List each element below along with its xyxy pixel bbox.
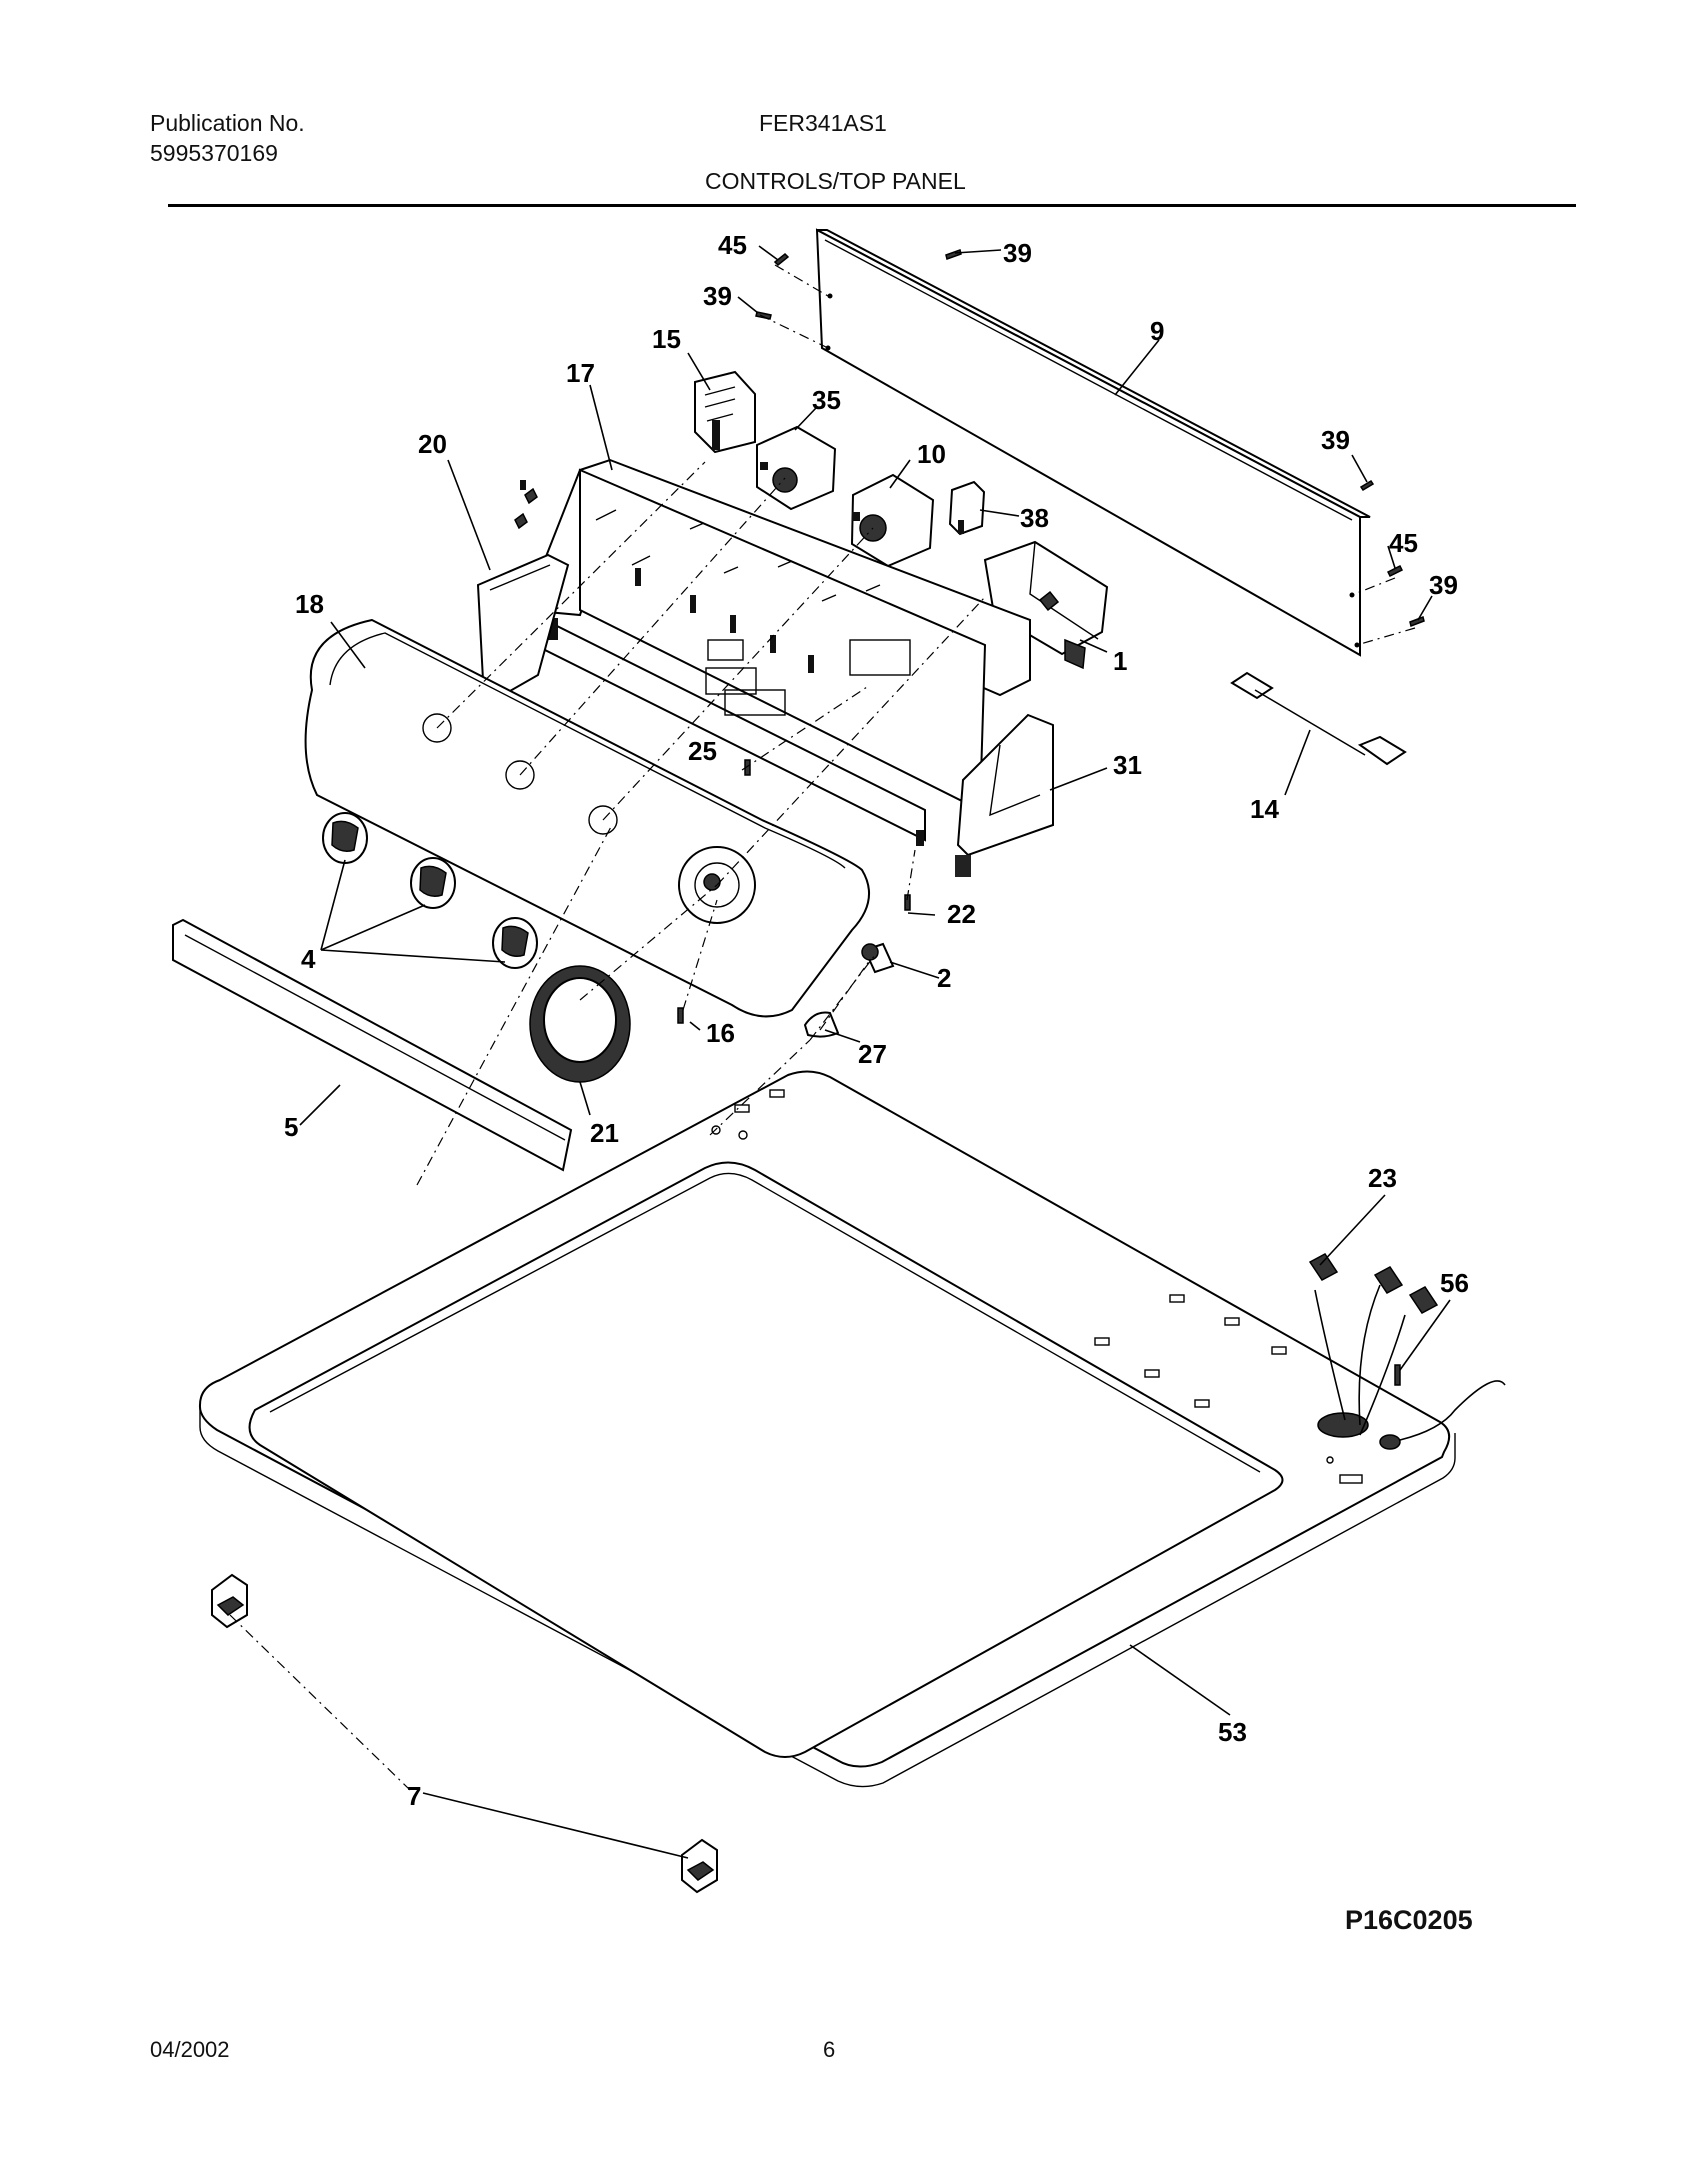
diagram-code: P16C0205 [1345, 1905, 1473, 1935]
part-left-end-cap [476, 480, 570, 697]
callout-9: 9 [1150, 316, 1164, 346]
callout-14: 14 [1250, 794, 1279, 824]
callout-4: 4 [301, 944, 316, 974]
callout-23: 23 [1368, 1163, 1397, 1193]
alignment-lines [229, 264, 1416, 1791]
callout-17: 17 [566, 358, 595, 388]
callout-21: 21 [590, 1118, 619, 1148]
callout-10: 10 [917, 439, 946, 469]
callout-39c: 39 [1321, 425, 1350, 455]
callout-56: 56 [1440, 1268, 1469, 1298]
callout-22: 22 [947, 899, 976, 929]
part-rear-panel [815, 228, 1371, 657]
footer-page-number: 6 [823, 2037, 836, 2062]
callout-numbers: 45 39 39 9 15 17 35 10 20 39 38 45 39 18… [284, 230, 1469, 1811]
part-cord [1230, 671, 1407, 766]
callout-53: 53 [1218, 1717, 1247, 1747]
callout-2: 2 [937, 963, 951, 993]
part-control-console [523, 458, 1031, 846]
callout-25: 25 [688, 736, 717, 766]
part-selector-knob [529, 965, 631, 1083]
callout-27: 27 [858, 1039, 887, 1069]
footer-date: 04/2002 [150, 2037, 230, 2062]
section-title: CONTROLS/TOP PANEL [705, 168, 966, 194]
leader-lines [299, 245, 1451, 1859]
callout-38: 38 [1020, 503, 1049, 533]
part-clips [211, 1573, 718, 1894]
model-number: FER341AS1 [759, 110, 887, 136]
callout-18: 18 [295, 589, 324, 619]
callout-39d: 39 [1429, 570, 1458, 600]
callout-39a: 39 [1003, 238, 1032, 268]
callout-1: 1 [1113, 646, 1127, 676]
part-ground-screw [1379, 1364, 1506, 1450]
callout-45a: 45 [718, 230, 747, 260]
header-rule [168, 204, 1576, 207]
publication-number: 5995370169 [150, 140, 278, 166]
publication-label: Publication No. [150, 110, 305, 136]
callout-5: 5 [284, 1112, 298, 1142]
part-small-switch [948, 480, 986, 536]
callout-20: 20 [418, 429, 447, 459]
callout-45b: 45 [1389, 528, 1418, 558]
part-wire-harness [1308, 1253, 1439, 1436]
callout-39b: 39 [703, 281, 732, 311]
part-timer [850, 473, 935, 568]
part-right-end-cap [955, 713, 1054, 877]
part-trim-strip [172, 918, 573, 1172]
part-selector [756, 425, 837, 511]
small-parts [677, 759, 911, 1038]
callout-15: 15 [652, 324, 681, 354]
part-top-panel [198, 1070, 1456, 1788]
callout-35: 35 [812, 385, 841, 415]
callout-16: 16 [706, 1018, 735, 1048]
part-switch [694, 370, 756, 454]
part-knobs [322, 812, 538, 969]
callout-7: 7 [407, 1781, 421, 1811]
callout-31: 31 [1113, 750, 1142, 780]
